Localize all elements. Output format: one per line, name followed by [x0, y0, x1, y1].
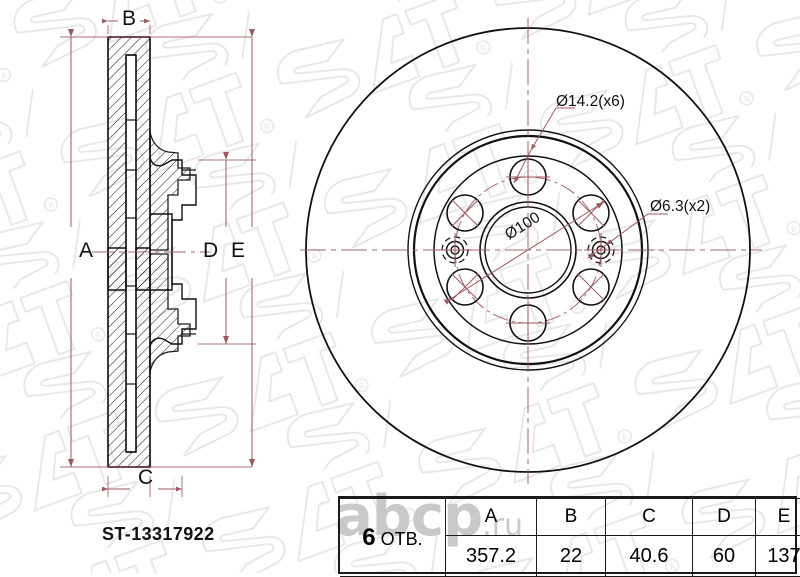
dimension-label-E: E [231, 239, 245, 263]
table-header-e: E [756, 499, 800, 536]
table-value-e: 137 [756, 536, 800, 577]
callout-pin-hole-diameter: Ø6.3(x2) [650, 198, 710, 216]
table-value-b: 22 [537, 536, 606, 577]
table-value-a: 357.2 [446, 536, 537, 577]
bolt-hole [447, 195, 483, 231]
dimension-label-D: D [203, 239, 218, 263]
table-value-d: 60 [693, 536, 756, 577]
bolt-hole [573, 269, 609, 305]
table-header-d: D [693, 499, 756, 536]
hole-count-unit: ОТВ. [381, 529, 423, 549]
table-header-a: A [446, 499, 537, 536]
hole-count: 6 [362, 524, 375, 551]
specification-table: 6 ОТВ. A B C D E 357.2 22 40.6 60 137 [338, 496, 797, 574]
dimension-label-A: A [79, 239, 93, 263]
table-row-label: 6 ОТВ. [340, 499, 446, 577]
callout-bolt-hole-diameter: Ø14.2(x6) [556, 93, 625, 111]
bolt-hole [447, 269, 483, 305]
dimension-label-B: B [122, 7, 136, 31]
table-value-c: 40.6 [606, 536, 693, 577]
table-header-b: B [537, 499, 606, 536]
dimension-label-C: C [138, 466, 153, 490]
table-header-c: C [606, 499, 693, 536]
bolt-hole [573, 195, 609, 231]
front-view-centerlines [300, 18, 762, 484]
part-number: ST-13317922 [102, 524, 215, 545]
